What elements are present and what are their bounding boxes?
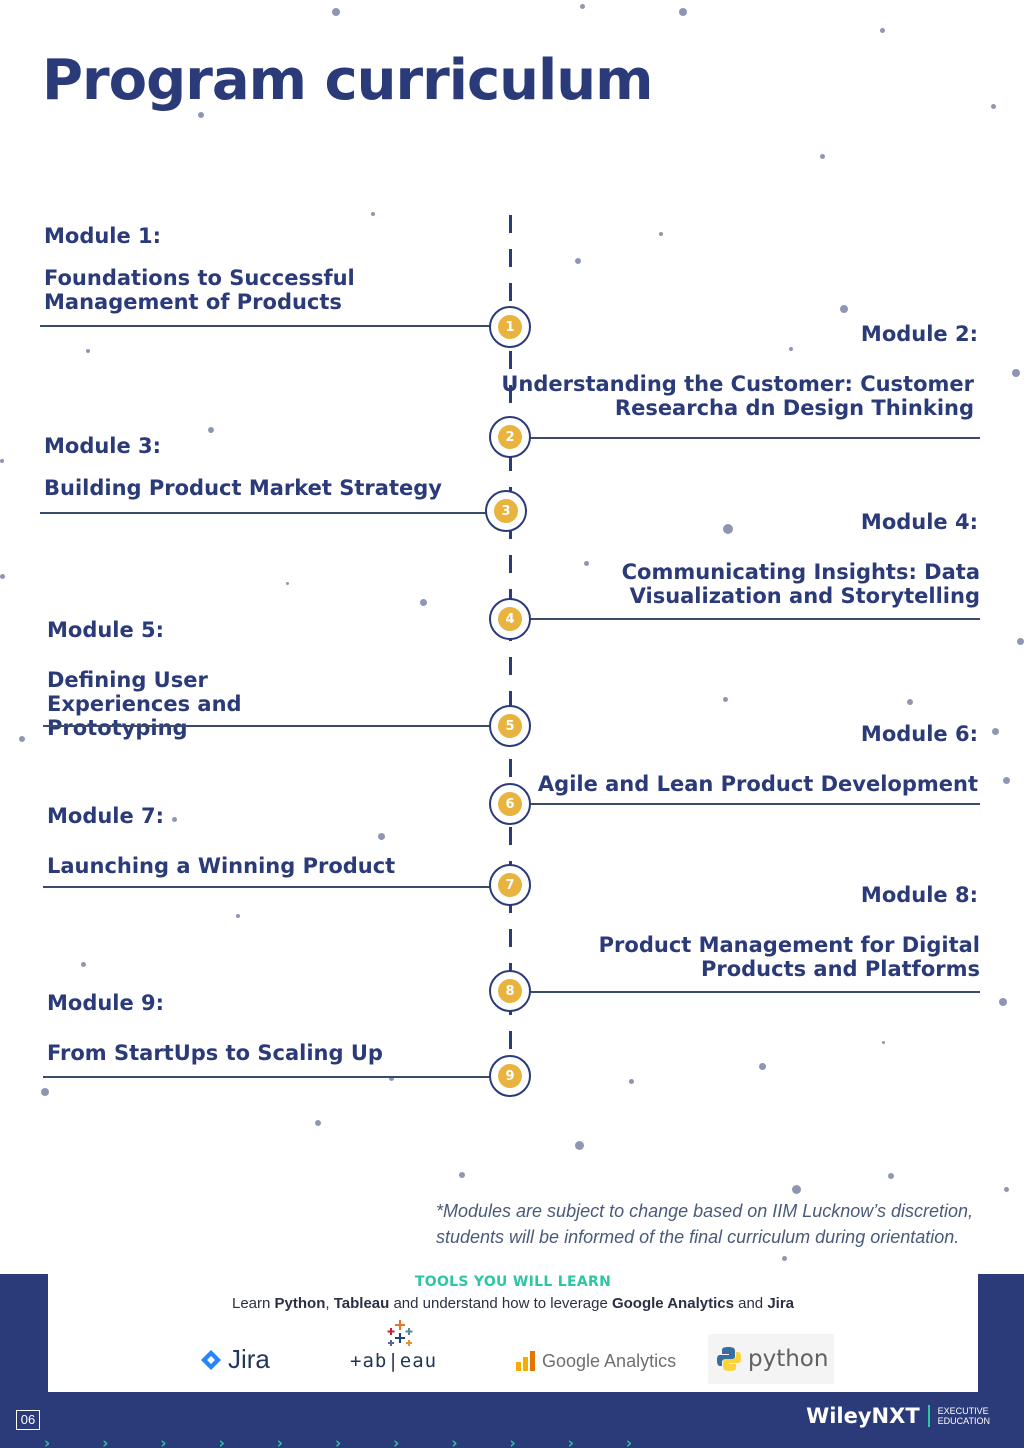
module-badge-2: 2 <box>489 416 531 458</box>
module-badge-8: 8 <box>489 970 531 1012</box>
module-badge-4: 4 <box>489 598 531 640</box>
module-name: From StartUps to Scaling Up <box>47 1041 383 1066</box>
module-divider <box>40 512 512 514</box>
jira-logo-icon <box>201 1349 221 1370</box>
chevron-right-icon: › <box>218 1434 225 1448</box>
module-divider <box>43 886 512 888</box>
module-5: Module 5: Defining User Experiences and … <box>43 618 512 741</box>
module-number-label: Module 3: <box>44 434 162 458</box>
module-number-label: Module 2: <box>860 322 978 346</box>
chevron-right-icon: › <box>393 1434 400 1448</box>
chevron-right-icon: › <box>567 1434 574 1448</box>
module-badge-9: 9 <box>489 1055 531 1097</box>
module-number-label: Module 1: <box>44 224 162 248</box>
module-divider <box>43 1076 512 1078</box>
tools-heading: TOOLS YOU WILL LEARN <box>414 1274 612 1290</box>
module-name: Agile and Lean Product Development <box>537 772 978 797</box>
module-badge-6: 6 <box>489 783 531 825</box>
chevron-row: › › › › › › › › › › › <box>44 1434 632 1448</box>
tools-description: Learn Python, Tableau and understand how… <box>231 1295 795 1312</box>
module-name: Product Management for Digital Products … <box>598 933 980 982</box>
module-number-label: Module 4: <box>860 510 978 534</box>
module-divider <box>500 618 980 620</box>
chevron-right-icon: › <box>509 1434 516 1448</box>
module-number-label: Module 9: <box>47 991 165 1015</box>
module-name: Understanding the Customer: Customer Res… <box>501 372 974 421</box>
python-logo: python <box>708 1334 834 1384</box>
module-number-label: Module 6: <box>860 722 978 746</box>
chevron-right-icon: › <box>44 1434 51 1448</box>
module-number-label: Module 5: <box>47 618 165 642</box>
module-6: Module 6: Agile and Lean Product Develop… <box>500 722 980 805</box>
page-number: 06 <box>16 1410 40 1430</box>
python-logo-icon <box>717 1347 741 1371</box>
module-1: Module 1: Foundations to Successful Mana… <box>40 224 512 327</box>
google-analytics-logo: Google Analytics <box>514 1350 676 1372</box>
module-3: Module 3: Building Product Market Strate… <box>40 434 512 514</box>
chevron-right-icon: › <box>334 1434 342 1448</box>
module-name: Launching a Winning Product <box>47 854 396 879</box>
disclaimer-footnote: *Modules are subject to change based on … <box>436 1201 973 1247</box>
module-divider <box>40 325 512 327</box>
jira-logo: Jira <box>200 1344 270 1375</box>
timeline-axis <box>509 215 512 1095</box>
page-title: Program curriculum <box>42 48 653 113</box>
module-divider <box>500 803 980 805</box>
module-badge-5: 5 <box>489 705 531 747</box>
module-name: Communicating Insights: Data Visualizati… <box>621 560 980 609</box>
module-number-label: Module 8: <box>860 883 978 907</box>
module-badge-7: 7 <box>489 864 531 906</box>
module-badge-1: 1 <box>489 306 531 348</box>
module-badge-3: 3 <box>485 490 527 532</box>
tools-card: TOOLS YOU WILL LEARN Learn Python, Table… <box>48 1274 978 1392</box>
chevron-right-icon: › <box>276 1434 283 1448</box>
google-analytics-icon <box>516 1351 535 1371</box>
module-9: Module 9: From StartUps to Scaling Up <box>43 991 512 1078</box>
module-divider <box>500 437 980 439</box>
chevron-right-icon: › <box>160 1434 167 1448</box>
brand-name: WileyNXT <box>806 1404 920 1428</box>
module-number-label: Module 7: <box>47 804 165 828</box>
module-2: Module 2: Understanding the Customer: Cu… <box>500 322 980 439</box>
chevron-right-icon: › <box>625 1434 633 1448</box>
tableau-logo: +ab|eau <box>348 1318 452 1378</box>
module-4: Module 4: Communicating Insights: Data V… <box>500 510 980 620</box>
module-name: Foundations to Successful Management of … <box>44 266 355 315</box>
module-divider <box>43 725 512 727</box>
chevron-right-icon: › <box>102 1434 109 1448</box>
module-name: Building Product Market Strategy <box>44 476 442 501</box>
module-name: Defining User Experiences and Prototypin… <box>47 668 242 741</box>
brand-separator <box>927 1405 930 1427</box>
module-divider <box>500 991 980 993</box>
module-8: Module 8: Product Management for Digital… <box>500 883 980 993</box>
chevron-right-icon: › <box>451 1434 458 1448</box>
tableau-logo-icon <box>387 1320 413 1346</box>
module-7: Module 7: Launching a Winning Product <box>43 804 512 888</box>
